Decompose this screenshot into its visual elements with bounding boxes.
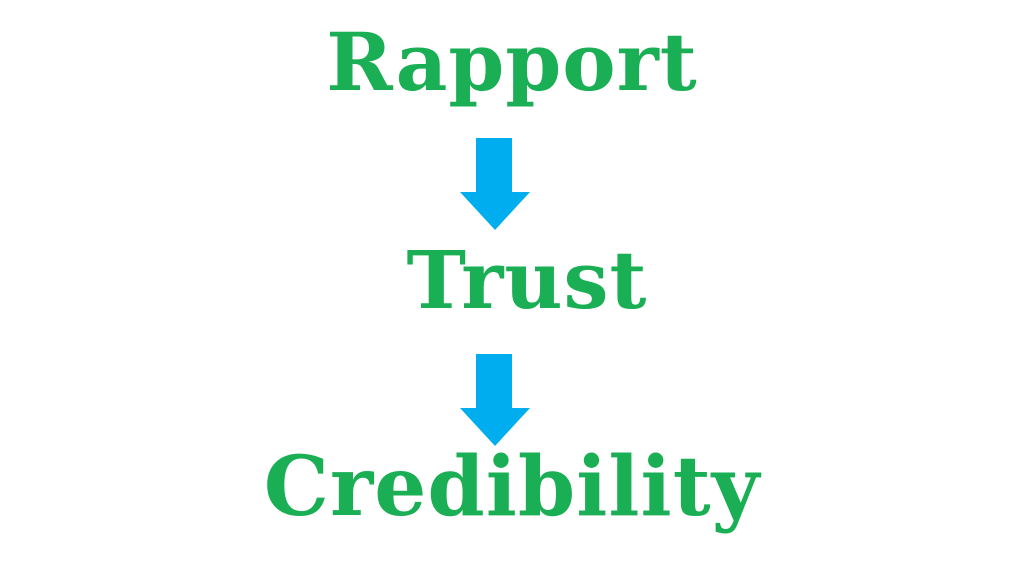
down-arrow-icon: [460, 354, 530, 446]
step-credibility: Credibility: [263, 439, 761, 535]
step-rapport: Rapport: [326, 15, 698, 109]
step-trust: Trust: [406, 233, 648, 327]
down-arrow-icon: [460, 138, 530, 230]
